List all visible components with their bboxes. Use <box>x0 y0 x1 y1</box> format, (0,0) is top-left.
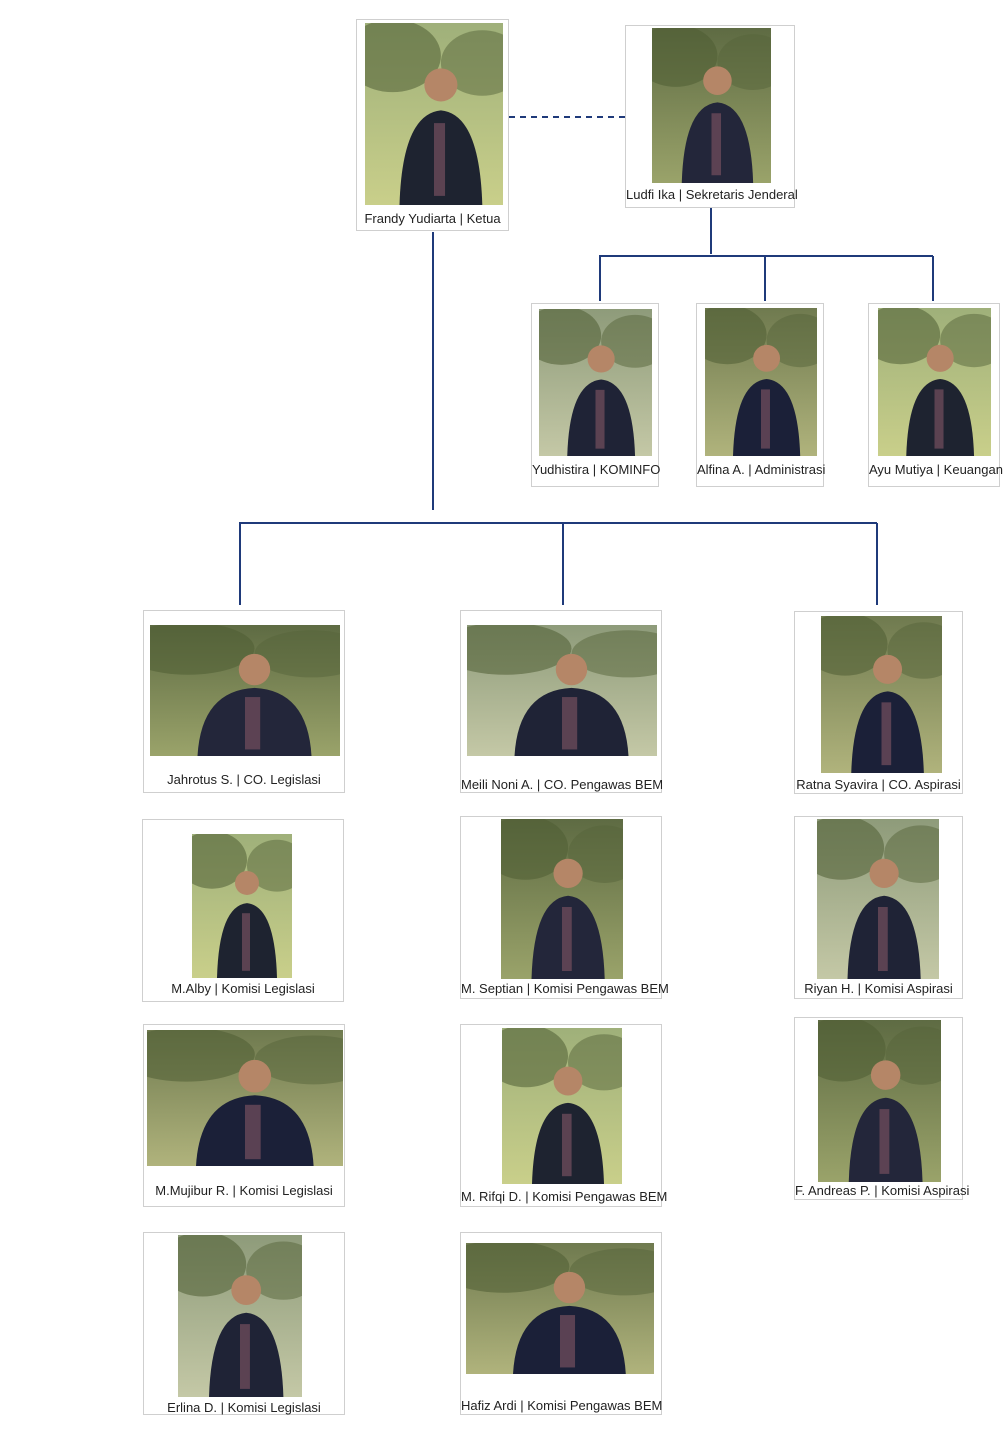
member-card-co-legislasi[interactable]: Jahrotus S. | CO. Legislasi <box>143 610 345 793</box>
member-card-legislasi-3[interactable]: Erlina D. | Komisi Legislasi <box>143 1232 345 1415</box>
member-caption: Erlina D. | Komisi Legislasi <box>167 1400 321 1415</box>
person-photo-icon <box>178 1235 302 1397</box>
member-card-co-aspirasi[interactable]: Ratna Syavira | CO. Aspirasi <box>794 611 963 794</box>
member-card-legislasi-1[interactable]: M.Alby | Komisi Legislasi <box>142 819 344 1002</box>
member-caption: M. Rifqi D. | Komisi Pengawas BEM <box>461 1189 668 1204</box>
member-caption: Ludfi Ika | Sekretaris Jenderal <box>626 187 798 202</box>
person-photo-icon <box>467 625 657 756</box>
person-photo-icon <box>502 1028 622 1184</box>
person-photo-icon <box>652 28 771 183</box>
member-card-pengawas-3[interactable]: Hafiz Ardi | Komisi Pengawas BEM <box>460 1232 662 1415</box>
member-card-pengawas-1[interactable]: M. Septian | Komisi Pengawas BEM <box>460 816 669 999</box>
person-photo-icon <box>817 819 939 979</box>
member-caption: Alfina A. | Administrasi <box>697 462 826 477</box>
person-photo-icon <box>821 616 942 773</box>
person-photo-icon <box>192 834 292 978</box>
member-caption: F. Andreas P. | Komisi Aspirasi <box>795 1183 970 1198</box>
member-card-co-pengawas[interactable]: Meili Noni A. | CO. Pengawas BEM <box>460 610 664 793</box>
person-photo-icon <box>466 1243 654 1374</box>
member-card-legislasi-2[interactable]: M.Mujibur R. | Komisi Legislasi <box>143 1024 345 1207</box>
member-caption: Frandy Yudiarta | Ketua <box>364 211 501 226</box>
person-photo-icon <box>501 819 623 979</box>
member-caption: M.Alby | Komisi Legislasi <box>171 981 315 996</box>
member-card-kominfo[interactable]: Yudhistira | KOMINFO <box>531 303 661 487</box>
member-caption: Riyan H. | Komisi Aspirasi <box>804 981 953 996</box>
member-caption: M.Mujibur R. | Komisi Legislasi <box>155 1183 333 1198</box>
member-caption: Hafiz Ardi | Komisi Pengawas BEM <box>461 1398 663 1413</box>
member-card-pengawas-2[interactable]: M. Rifqi D. | Komisi Pengawas BEM <box>460 1024 668 1207</box>
member-card-administrasi[interactable]: Alfina A. | Administrasi <box>696 303 826 487</box>
member-card-sekjen[interactable]: Ludfi Ika | Sekretaris Jenderal <box>625 25 798 208</box>
member-caption: Jahrotus S. | CO. Legislasi <box>167 772 321 787</box>
member-caption: Yudhistira | KOMINFO <box>532 462 661 477</box>
person-photo-icon <box>539 309 652 456</box>
member-caption: Ratna Syavira | CO. Aspirasi <box>796 777 961 792</box>
person-photo-icon <box>878 308 991 456</box>
member-caption: M. Septian | Komisi Pengawas BEM <box>461 981 669 996</box>
person-photo-icon <box>705 308 817 456</box>
person-photo-icon <box>147 1030 343 1166</box>
member-caption: Ayu Mutiya | Keuangan <box>869 462 1003 477</box>
member-card-aspirasi-1[interactable]: Riyan H. | Komisi Aspirasi <box>794 816 963 999</box>
member-card-aspirasi-2[interactable]: F. Andreas P. | Komisi Aspirasi <box>794 1017 970 1200</box>
person-photo-icon <box>150 625 340 756</box>
person-photo-icon <box>365 23 503 205</box>
member-caption: Meili Noni A. | CO. Pengawas BEM <box>461 777 664 792</box>
person-photo-icon <box>818 1020 941 1182</box>
member-card-ketua[interactable]: Frandy Yudiarta | Ketua <box>356 19 509 231</box>
member-card-keuangan[interactable]: Ayu Mutiya | Keuangan <box>868 303 1003 487</box>
